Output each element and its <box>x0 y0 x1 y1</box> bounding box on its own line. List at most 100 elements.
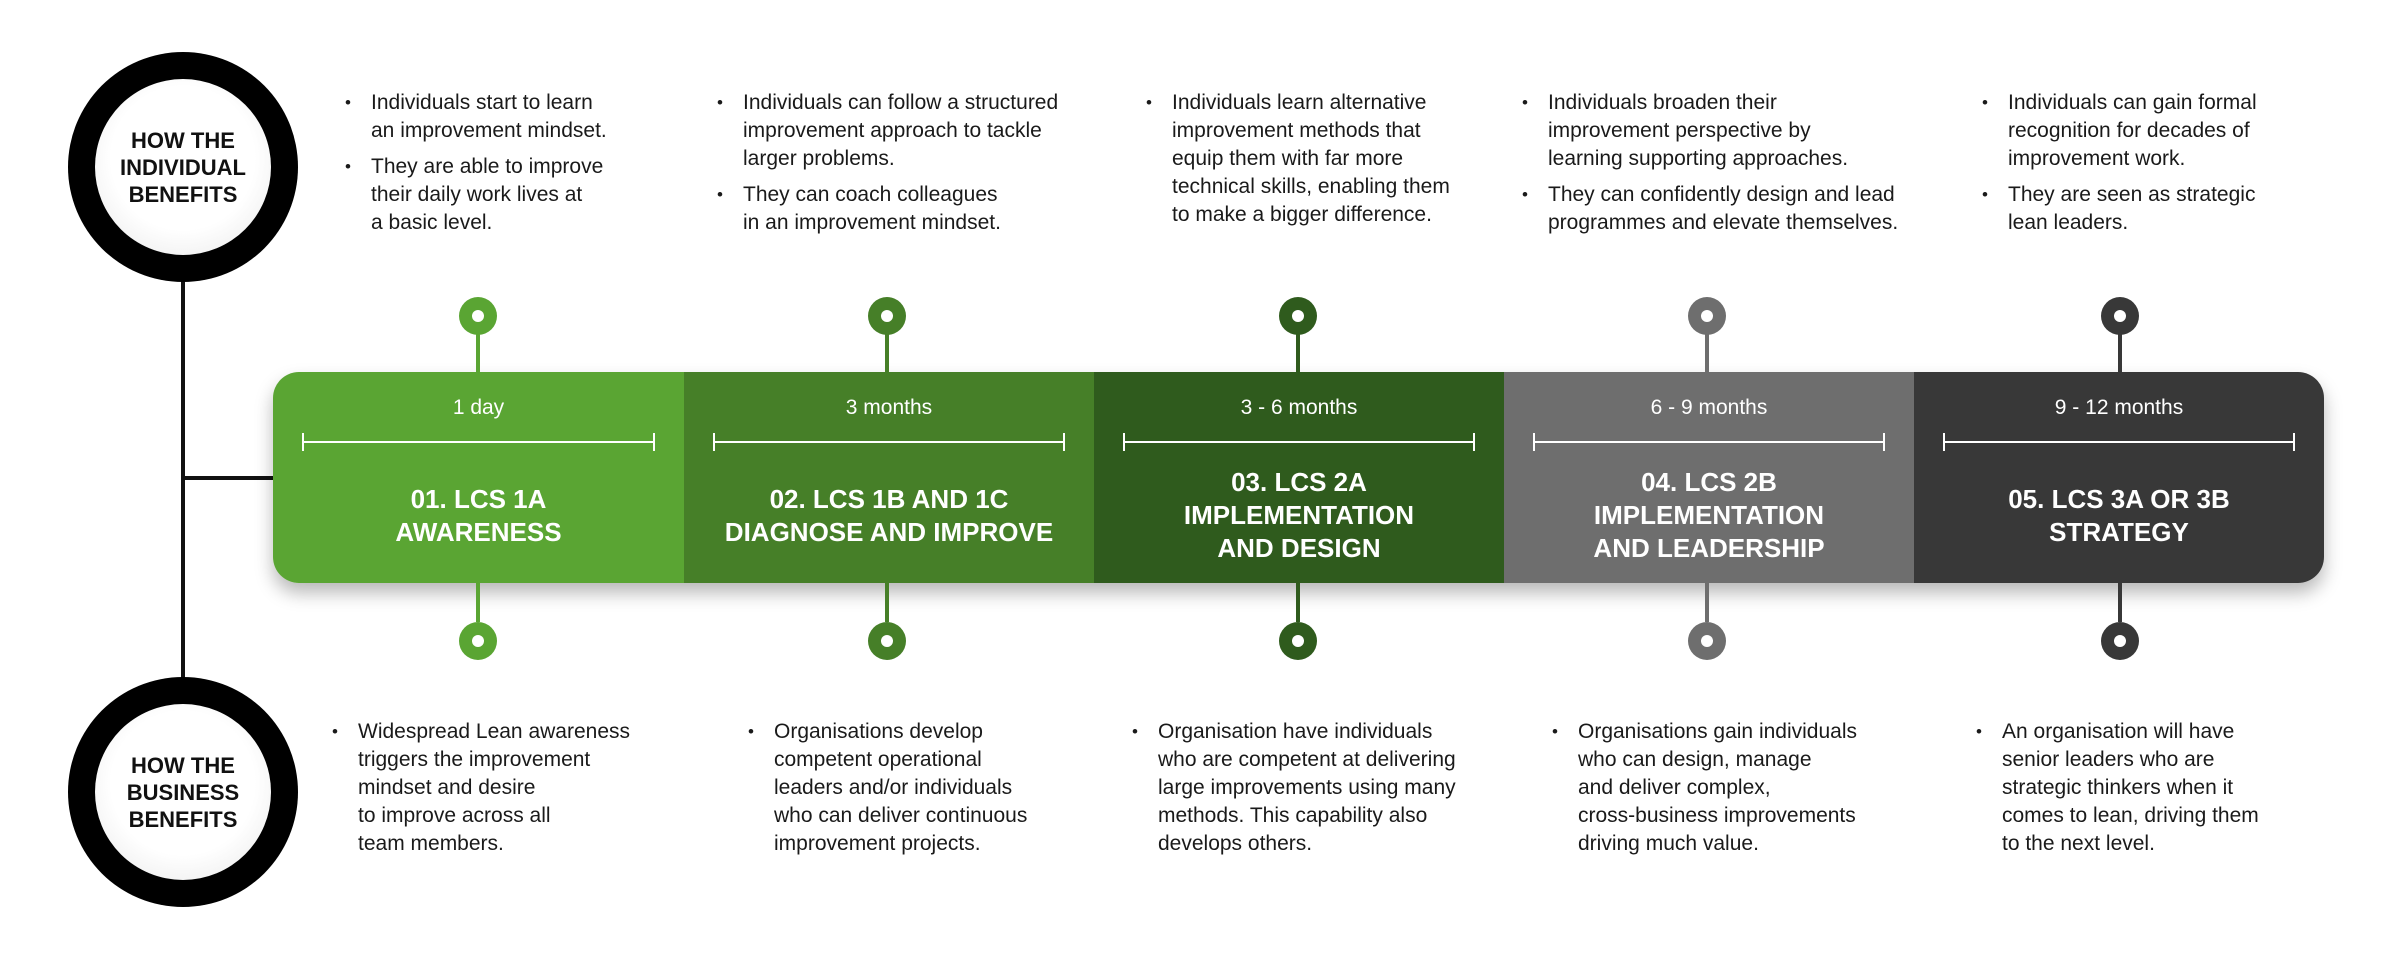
bullet-line: triggers the improvement <box>358 748 591 771</box>
stage-connector-bottom <box>1296 582 1300 622</box>
bullet-line: Organisations gain individuals <box>1578 720 1857 743</box>
stage-title-line: AND LEADERSHIP <box>1593 533 1825 563</box>
stage-node-top <box>868 297 906 335</box>
bullet-line: improvement approach to tackle <box>743 119 1042 142</box>
bullet-line: strategic thinkers when it <box>2002 776 2234 799</box>
business-benefits-badge-line: HOW THE <box>131 752 235 778</box>
bullet-line: equip them with far more <box>1172 147 1404 170</box>
bullet-line: improvement work. <box>2008 147 2186 170</box>
stage-duration: 1 day <box>452 396 505 419</box>
bullet-line: Individuals can follow a structured <box>743 91 1059 114</box>
stage-connector-top <box>1296 334 1300 374</box>
stage-title-line: DIAGNOSE AND IMPROVE <box>724 516 1054 547</box>
bullet-line: develops others. <box>1158 832 1313 855</box>
bullet-line: Individuals can gain formal <box>2008 91 2257 114</box>
stage-connector-top <box>885 334 889 374</box>
stage-connector-bottom <box>1705 582 1709 622</box>
stage-node-bottom <box>2101 622 2139 660</box>
stage-node-bottom <box>459 622 497 660</box>
stage-title-line: 02. LCS 1B AND 1C <box>769 483 1009 514</box>
bullet-line: learning supporting approaches. <box>1548 147 1849 170</box>
bullet-line: Organisations develop <box>774 720 983 743</box>
stage-connector-top <box>476 334 480 374</box>
stage-node-top <box>2101 297 2139 335</box>
bullet-line: programmes and elevate themselves. <box>1548 211 1899 234</box>
bullet-line: Individuals broaden their <box>1548 91 1777 114</box>
stage-connector-top <box>2118 334 2122 374</box>
bullet-line: competent operational <box>774 748 982 771</box>
bullet-line: technical skills, enabling them <box>1172 175 1450 198</box>
bullet-line: They are able to improve <box>371 155 604 178</box>
stage-node-dot <box>472 310 484 322</box>
bullet-line: Organisation have individuals <box>1158 720 1433 743</box>
duration-range-bracket <box>1123 433 1475 451</box>
stage-duration: 9 - 12 months <box>2054 396 2184 419</box>
bullet-line: improvement projects. <box>774 832 981 855</box>
stage-node-bottom <box>868 622 906 660</box>
stage-connector-bottom <box>476 582 480 622</box>
stage-duration: 3 - 6 months <box>1240 396 1358 419</box>
bullet-line: senior leaders who are <box>2002 748 2215 771</box>
bullet-item: Individuals learn alternative improvement… <box>1146 89 1450 229</box>
duration-range-bracket <box>713 433 1065 451</box>
stage-title-line: 01. LCS 1A <box>410 483 547 514</box>
duration-range-bracket <box>302 433 655 451</box>
bullet-line: Individuals learn alternative <box>1172 91 1427 114</box>
bullet-line: improvement methods that <box>1172 119 1421 142</box>
spine-branch <box>181 476 276 480</box>
bullet-line: mindset and desire <box>358 776 536 799</box>
bullet-item: Organisations develop competent operation… <box>748 718 1027 858</box>
stage-node-dot <box>881 635 893 647</box>
bullet-line: methods. This capability also <box>1158 804 1428 827</box>
bullet-line: They can confidently design and lead <box>1548 183 1895 206</box>
individual-benefits-badge-line: INDIVIDUAL <box>120 154 246 180</box>
individual-benefits-list: Individuals learn alternative improvement… <box>1146 89 1450 237</box>
bullet-line: and deliver complex, <box>1578 776 1771 799</box>
individual-benefits-list: Individuals can follow a structured impro… <box>717 89 1058 245</box>
business-benefits-badge-line: BENEFITS <box>128 806 238 832</box>
stage-connector-bottom <box>885 582 889 622</box>
bullet-line: to make a bigger difference. <box>1172 203 1432 226</box>
stage-node-dot <box>881 310 893 322</box>
stage-node-dot <box>1292 635 1304 647</box>
individual-benefits-badge-line: BENEFITS <box>128 181 238 207</box>
stage-node-top <box>459 297 497 335</box>
duration-range-bracket <box>1943 433 2295 451</box>
stage-node-dot <box>1701 310 1713 322</box>
stage-node-dot <box>2114 635 2126 647</box>
stage-node-dot <box>1701 635 1713 647</box>
stage-node-dot <box>2114 310 2126 322</box>
bullet-line: comes to lean, driving them <box>2002 804 2259 827</box>
bullet-line: improvement perspective by <box>1548 119 1811 142</box>
stage-node-dot <box>1292 310 1304 322</box>
bullet-line: to the next level. <box>2002 832 2155 855</box>
stage-duration: 6 - 9 months <box>1650 396 1768 419</box>
business-benefits-list: Organisations develop competent operation… <box>748 718 1027 866</box>
bullet-item: Individuals broaden their improvement per… <box>1522 89 1898 173</box>
stage-node-bottom <box>1688 622 1726 660</box>
stage-title-line: STRATEGY <box>2049 516 2189 547</box>
bullet-line: larger problems. <box>743 147 895 170</box>
bullet-item: They can confidently design and lead prog… <box>1522 181 1898 237</box>
stage-connector-top <box>1705 334 1709 374</box>
